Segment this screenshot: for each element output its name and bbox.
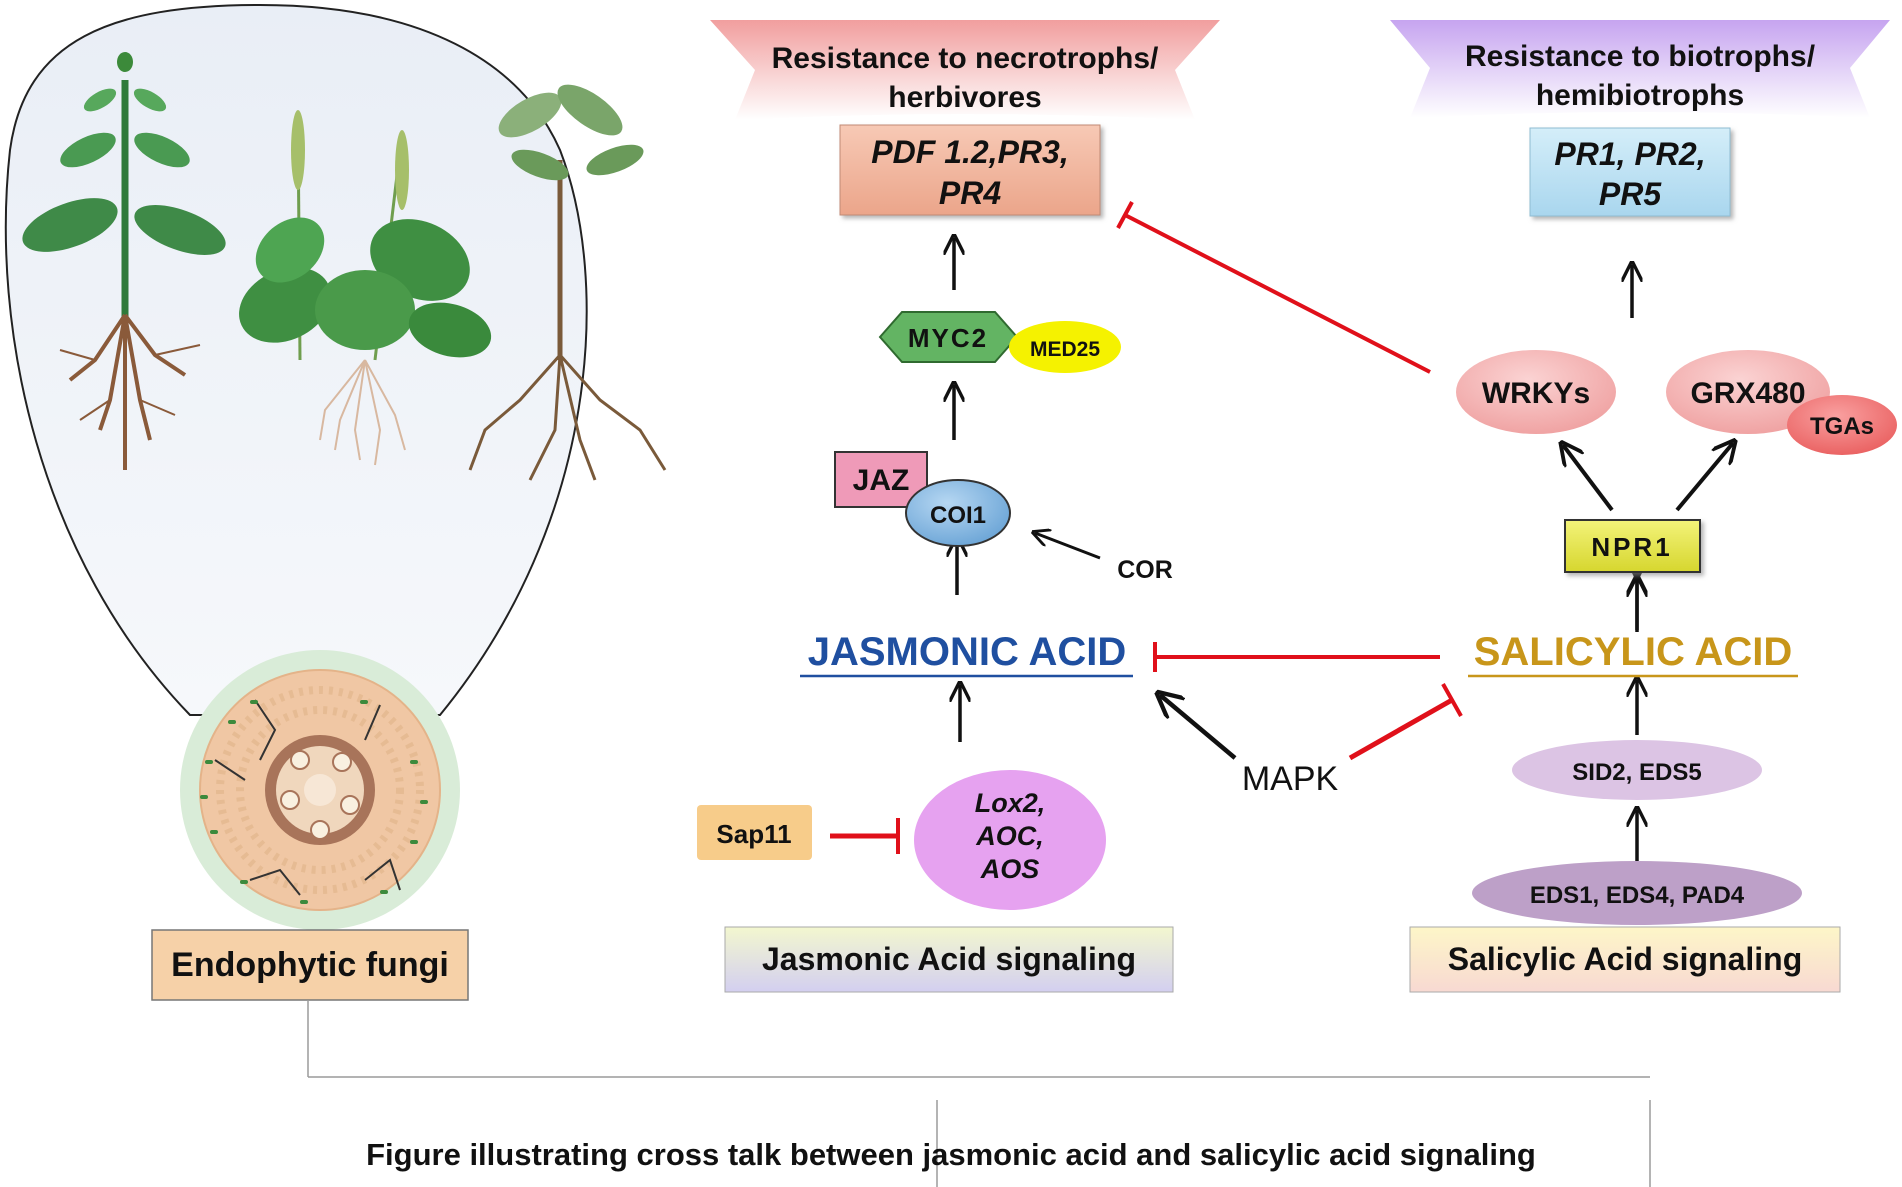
svg-text:JASMONIC ACID: JASMONIC ACID (808, 630, 1127, 674)
svg-text:NPR1: NPR1 (1591, 532, 1672, 562)
svg-text:Sap11: Sap11 (716, 819, 791, 849)
svg-text:Endophytic fungi: Endophytic fungi (171, 946, 449, 984)
svg-text:Figure illustrating cross talk: Figure illustrating cross talk between j… (366, 1137, 1536, 1172)
ja-responsive-genes-box: PDF 1.2,PR3, PR4 (839, 124, 1101, 216)
svg-text:PR1, PR2,: PR1, PR2, (1554, 136, 1705, 172)
fungus-root-cross-section-icon (180, 650, 460, 930)
biotroph-banner: Resistance to biotrophs/ hemibiotrophs (1390, 20, 1890, 118)
grx480-node: GRX480 (1666, 350, 1830, 434)
jasmonic-acid-node: JASMONIC ACID (800, 630, 1133, 678)
sa-responsive-genes-box: PR1, PR2, PR5 (1529, 127, 1731, 217)
necrotroph-banner: Resistance to necrotrophs/ herbivores (710, 20, 1220, 120)
sap11-node: Sap11 (697, 805, 812, 860)
svg-text:PR5: PR5 (1599, 176, 1662, 212)
plant-icon (22, 52, 226, 470)
mapk-node: MAPK (1242, 760, 1339, 798)
svg-text:WRKYs: WRKYs (1482, 377, 1590, 410)
svg-text:JAZ: JAZ (853, 464, 910, 497)
svg-text:EDS1, EDS4, PAD4: EDS1, EDS4, PAD4 (1530, 882, 1745, 909)
svg-text:AOS: AOS (980, 854, 1040, 884)
svg-text:SALICYLIC ACID: SALICYLIC ACID (1474, 630, 1793, 674)
coi1-node: COI1 (905, 479, 1011, 547)
tgas-node: TGAs (1787, 395, 1897, 455)
plant-bulb (4, 3, 588, 716)
plant-icon (468, 84, 667, 481)
mapk-inhibits-sa (1348, 683, 1463, 761)
wrkys-inhibit-ja-genes (1116, 201, 1431, 374)
cor-arrow: COR (1035, 533, 1173, 584)
svg-text:SID2, EDS5: SID2, EDS5 (1572, 759, 1701, 786)
myc2-node: MYC2 (878, 311, 1019, 363)
sa-signaling-label: Salicylic Acid signaling (1409, 926, 1841, 993)
svg-text:Jasmonic Acid signaling: Jasmonic Acid signaling (762, 941, 1136, 977)
svg-text:PR4: PR4 (939, 175, 1001, 211)
svg-text:GRX480: GRX480 (1690, 377, 1805, 410)
svg-text:COR: COR (1117, 556, 1173, 584)
svg-text:COI1: COI1 (930, 502, 986, 529)
figure-caption: Figure illustrating cross talk between j… (366, 1137, 1536, 1172)
wrkys-node: WRKYs (1456, 350, 1616, 434)
svg-text:Resistance to necrotrophs/: Resistance to necrotrophs/ (772, 42, 1159, 75)
endophytic-fungi-label: Endophytic fungi (151, 929, 469, 1001)
med25-node: MED25 (1009, 321, 1121, 373)
svg-text:TGAs: TGAs (1810, 413, 1874, 440)
svg-text:Resistance to biotrophs/: Resistance to biotrophs/ (1465, 40, 1816, 73)
svg-text:PDF 1.2,PR3,: PDF 1.2,PR3, (871, 134, 1068, 170)
eds1-eds4-pad4-node: EDS1, EDS4, PAD4 (1472, 861, 1802, 925)
npr1-branch-arrows (1563, 443, 1733, 512)
svg-text:Lox2,: Lox2, (975, 788, 1046, 818)
ja-signaling-label: Jasmonic Acid signaling (724, 926, 1174, 993)
svg-text:Salicylic Acid signaling: Salicylic Acid signaling (1448, 941, 1802, 977)
plant-icon (239, 110, 492, 466)
svg-text:AOC,: AOC, (975, 821, 1044, 851)
sid2-eds5-node: SID2, EDS5 (1512, 740, 1762, 800)
mapk-activates-ja (1160, 695, 1237, 760)
svg-text:MED25: MED25 (1030, 338, 1100, 361)
ja-activation-arrows (954, 238, 960, 742)
connector-lines (307, 1000, 1651, 1187)
sap11-inhibition (830, 818, 900, 854)
svg-text:MAPK: MAPK (1242, 760, 1339, 798)
lox-aoc-aos-node: Lox2, AOC, AOS (914, 770, 1106, 910)
svg-text:herbivores: herbivores (888, 81, 1041, 114)
sa-inhibits-ja (1153, 642, 1440, 672)
npr1-node: NPR1 (1564, 519, 1701, 573)
salicylic-acid-node: SALICYLIC ACID (1468, 630, 1798, 678)
svg-text:MYC2: MYC2 (908, 323, 988, 353)
svg-text:hemibiotrophs: hemibiotrophs (1536, 79, 1744, 112)
